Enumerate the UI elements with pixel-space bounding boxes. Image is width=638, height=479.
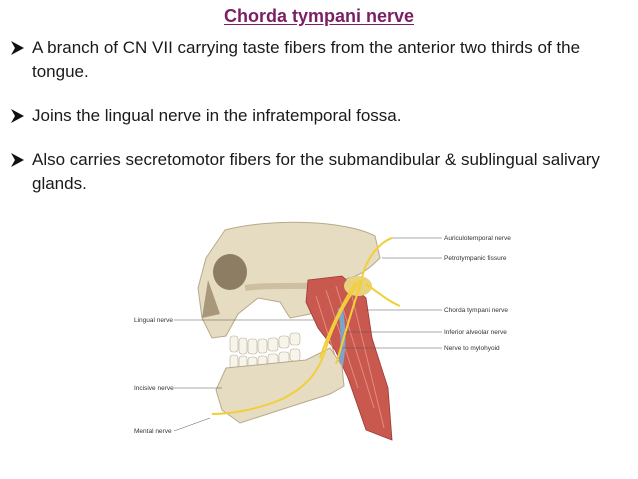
bullet-text-2: Joins the lingual nerve in the infratemp… bbox=[32, 106, 402, 125]
bullet-item-3: Also carries secretomotor fibers for the… bbox=[10, 148, 630, 196]
label-petrotympanic-fissure: Petrotympanic fissure bbox=[444, 255, 507, 262]
arrow-bullet-icon bbox=[11, 41, 24, 55]
label-nerve-to-mylohyoid: Nerve to mylohyoid bbox=[444, 345, 500, 352]
label-auriculotemporal-nerve: Auriculotemporal nerve bbox=[444, 235, 511, 242]
upper-teeth bbox=[229, 332, 301, 355]
nerve-paths bbox=[211, 237, 401, 415]
bullet-text-1: A branch of CN VII carrying taste fibers… bbox=[32, 38, 581, 81]
skull-illustration bbox=[197, 221, 381, 339]
label-inferior-alveolar-nerve: Inferior alveolar nerve bbox=[444, 329, 507, 336]
label-mental-nerve: Mental nerve bbox=[134, 428, 172, 435]
label-incisive-nerve: Incisive nerve bbox=[134, 385, 174, 392]
bullet-item-2: Joins the lingual nerve in the infratemp… bbox=[10, 104, 630, 128]
bullet-text-3: Also carries secretomotor fibers for the… bbox=[32, 150, 600, 193]
orbit-shadow bbox=[213, 254, 247, 290]
arrow-bullet-icon bbox=[11, 109, 24, 123]
label-leaders bbox=[173, 237, 442, 432]
anatomy-figure: Auriculotemporal nerve Petrotympanic fis… bbox=[134, 221, 511, 441]
arrow-bullet-icon bbox=[11, 153, 24, 167]
label-chorda-tympani-nerve: Chorda tympani nerve bbox=[444, 307, 508, 314]
slide-title: Chorda tympani nerve bbox=[223, 6, 415, 26]
bullet-list: A branch of CN VII carrying taste fibers… bbox=[10, 36, 630, 216]
label-lingual-nerve: Lingual nerve bbox=[134, 317, 173, 324]
nasal-cavity bbox=[202, 280, 220, 318]
bullet-item-1: A branch of CN VII carrying taste fibers… bbox=[10, 36, 630, 84]
